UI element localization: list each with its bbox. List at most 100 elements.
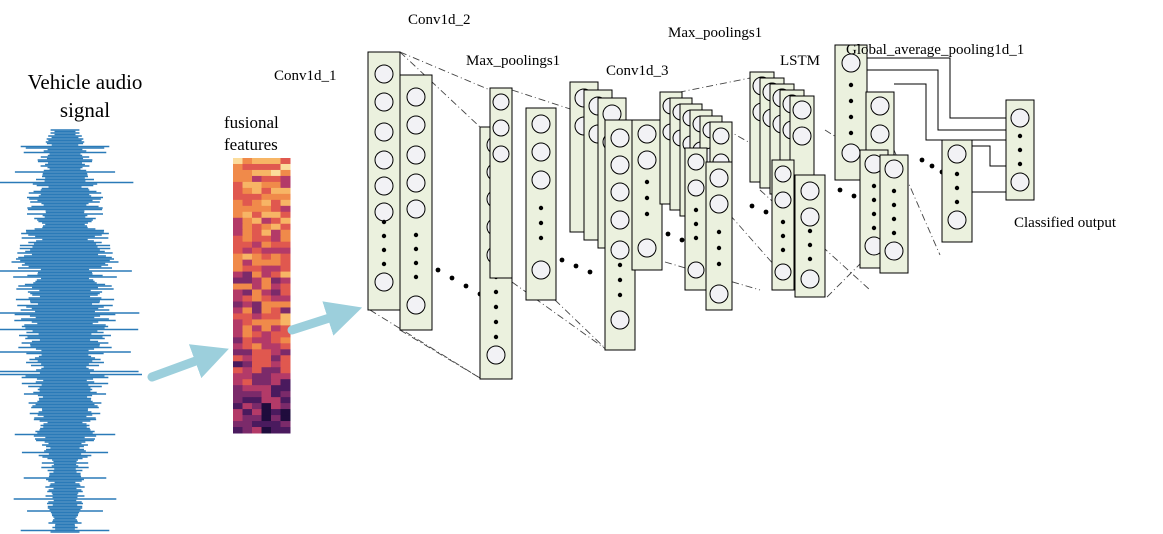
- neuron: [709, 284, 729, 304]
- neuron: [774, 165, 792, 183]
- conv1d-2-layer: [399, 74, 433, 331]
- heatmap-cell: [271, 187, 281, 195]
- max-pooling-a-second-layer: [525, 107, 557, 301]
- heatmap-cell: [242, 247, 253, 255]
- heatmap-cell: [271, 337, 281, 344]
- ellipsis-dot: [413, 260, 419, 266]
- ellipsis-dot: [644, 211, 650, 217]
- vehicle-audio-label: Vehicle audio: [28, 70, 143, 94]
- ellipsis-dot: [716, 245, 722, 251]
- ellipsis-dot: [693, 207, 699, 213]
- classified-output-label: Classified output: [1014, 215, 1117, 231]
- heatmap-cell: [271, 385, 281, 392]
- heatmap-cell: [233, 337, 243, 344]
- heatmap-cell: [280, 253, 291, 261]
- heatmap-cell: [233, 217, 243, 225]
- heatmap-cell: [242, 193, 253, 201]
- heatmap-cell: [242, 331, 253, 338]
- ellipsis-dot: [891, 216, 897, 222]
- heatmap-cell: [261, 313, 272, 320]
- heatmap-cell: [271, 403, 281, 410]
- heatmap-cell: [261, 229, 272, 237]
- heatmap-cell: [280, 337, 291, 344]
- heatmap-cell: [233, 295, 243, 302]
- heatmap-cell: [280, 403, 291, 410]
- connection-line: [511, 89, 608, 122]
- heatmap-cell: [271, 223, 281, 231]
- heatmap-cell: [242, 319, 253, 326]
- heatmap-cell: [271, 415, 281, 422]
- ellipsis-dot: [644, 179, 650, 185]
- heatmap-cell: [280, 385, 291, 392]
- heatmap-cell: [261, 169, 272, 177]
- ellipsis-dot: [954, 171, 960, 177]
- heatmap-cell: [233, 289, 243, 296]
- heatmap-cell: [280, 313, 291, 320]
- heatmap-cell: [233, 331, 243, 338]
- ellipsis-dot: [763, 209, 769, 215]
- neuron: [800, 181, 820, 201]
- heatmap-cell: [261, 421, 272, 428]
- heatmap-cell: [252, 211, 262, 219]
- heatmap-cell: [280, 331, 291, 338]
- ellipsis-dot: [1017, 133, 1023, 139]
- heatmap-cell: [252, 415, 262, 422]
- neuron: [486, 345, 506, 365]
- heatmap-cell: [261, 265, 272, 273]
- ellipsis-dot: [848, 130, 854, 136]
- heatmap-cell: [271, 181, 281, 189]
- input-arrow: [147, 344, 229, 382]
- heatmap-cell: [252, 367, 262, 374]
- connection-line: [399, 329, 481, 379]
- heatmap-cell: [252, 253, 262, 261]
- heatmap-cell: [233, 265, 243, 273]
- heatmap-cell: [242, 289, 253, 296]
- heatmap-cell: [271, 247, 281, 255]
- lstm-second-layer: [794, 174, 826, 298]
- heatmap-cell: [242, 349, 253, 356]
- heatmap-cell: [261, 301, 272, 308]
- heatmap-cell: [233, 367, 243, 374]
- ellipsis-dot: [871, 197, 877, 203]
- conv1d-1-label: Conv1d_1: [274, 68, 337, 84]
- heatmap-cell: [233, 361, 243, 368]
- signal-label: signal: [60, 98, 110, 122]
- heatmap-cell: [271, 301, 281, 308]
- heatmap-cell: [252, 223, 262, 231]
- heatmap-cell: [261, 277, 272, 285]
- heatmap-cell: [280, 259, 291, 267]
- neuron: [687, 153, 705, 171]
- heatmap-cell: [261, 199, 272, 207]
- heatmap-cell: [280, 163, 291, 171]
- neuron: [884, 241, 904, 261]
- heatmap-cell: [242, 217, 253, 225]
- heatmap-cell: [242, 343, 253, 350]
- heatmap-cell: [233, 247, 243, 255]
- heatmap-cell: [242, 367, 253, 374]
- heatmap-cell: [271, 193, 281, 201]
- heatmap-cell: [280, 361, 291, 368]
- heatmap-cell: [252, 158, 262, 165]
- heatmap-cell: [271, 373, 281, 380]
- heatmap-cell: [242, 277, 253, 285]
- heatmap-cell: [280, 235, 291, 243]
- heatmap-cell: [242, 259, 253, 267]
- ellipsis-dot: [644, 195, 650, 201]
- gap-branch-second-layer: [879, 154, 909, 274]
- connection-line: [664, 261, 761, 291]
- heatmap-cell: [280, 277, 291, 285]
- ellipsis-dot: [780, 233, 786, 239]
- ellipsis-dot: [848, 82, 854, 88]
- heatmap-cell: [261, 241, 272, 249]
- heatmap-cell: [271, 343, 281, 350]
- ellipsis-dot: [381, 261, 387, 267]
- heatmap-cell: [261, 158, 272, 165]
- ellipsis-dot: [891, 188, 897, 194]
- ellipsis-dot: [871, 183, 877, 189]
- heatmap-cell: [271, 229, 281, 237]
- heatmap-cell: [242, 229, 253, 237]
- heatmap-cell: [242, 373, 253, 380]
- heatmap-cell: [233, 175, 243, 183]
- heatmap-cell: [261, 211, 272, 219]
- heatmap-cell: [271, 307, 281, 314]
